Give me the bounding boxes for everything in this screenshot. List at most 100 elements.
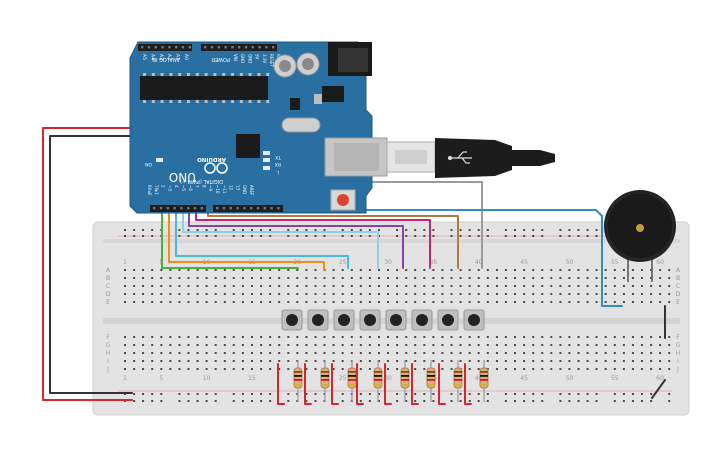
pin-label: A4 — [149, 54, 155, 60]
column-number: 55 — [611, 375, 619, 382]
led-on — [156, 158, 163, 162]
column-number: 25 — [339, 259, 347, 266]
push-button[interactable] — [333, 309, 355, 331]
led-l-label: L — [276, 169, 279, 175]
on-label: ON — [145, 161, 152, 167]
column-number: 1 — [123, 259, 127, 266]
push-button[interactable] — [437, 309, 459, 331]
wire-jumper — [384, 363, 392, 405]
digital-label: DIGITAL (PWM ~) — [180, 178, 223, 184]
wire-pin-4 — [175, 212, 349, 269]
analog-header — [138, 44, 192, 51]
breadboard-holes — [124, 229, 671, 402]
pin-label: ~5 — [181, 185, 186, 191]
pin-label: A2 — [166, 54, 172, 60]
pin-label: TX▸1 — [154, 184, 159, 195]
column-number: 30 — [384, 375, 392, 382]
column-number: 30 — [384, 259, 392, 266]
crystal — [281, 117, 321, 133]
pin-label: 7 — [195, 185, 200, 188]
resistor — [293, 360, 303, 402]
row-letter: E — [106, 299, 110, 306]
row-letter: E — [676, 299, 680, 306]
row-letter: J — [676, 366, 679, 373]
column-number: 25 — [339, 375, 347, 382]
row-letter: F — [676, 334, 680, 341]
row-letter: I — [677, 358, 679, 365]
column-number: 50 — [566, 259, 574, 266]
reset-button-cap[interactable] — [337, 194, 349, 206]
led-tx-label: TX — [275, 154, 282, 160]
pin-label: GND — [247, 54, 252, 63]
column-number: 10 — [203, 375, 211, 382]
resistor-group — [293, 360, 489, 402]
usb-chip — [236, 134, 260, 158]
piezo-buzzer — [604, 190, 676, 282]
row-letter: H — [106, 350, 111, 357]
column-number: 40 — [475, 259, 483, 266]
wire-jumper — [464, 363, 472, 405]
wire-jumper — [304, 363, 312, 405]
push-button-group — [281, 309, 485, 331]
row-letter: B — [676, 275, 680, 282]
push-button[interactable] — [281, 309, 303, 331]
row-letter: A — [106, 267, 111, 274]
pin-label: 13 — [235, 185, 240, 191]
pin-label: ~3 — [167, 185, 172, 191]
buzzer-hole — [636, 224, 644, 232]
power-label: POWER — [211, 56, 230, 62]
pin-label: ~6 — [188, 185, 193, 191]
usb-symbol-icon — [447, 151, 472, 164]
pin-label: 12 — [229, 185, 234, 191]
wire-buzzer — [235, 209, 623, 307]
analog-in-label: ANALOG IN — [152, 56, 180, 62]
brand-label: ARDUINO — [197, 156, 226, 162]
pin-label: GND — [240, 54, 245, 63]
pin-label: A0 — [183, 54, 189, 60]
atmega-chip — [140, 76, 268, 100]
wire-rail-gnd — [651, 379, 666, 399]
digital-header-high — [213, 205, 283, 212]
push-button[interactable] — [307, 309, 329, 331]
pin-label: GND — [242, 185, 247, 194]
pin-label: ~9 — [208, 185, 213, 191]
pin-label: RX◂0 — [147, 185, 152, 196]
pin-label: AREF — [249, 185, 254, 196]
wire-pin-8 — [207, 212, 459, 269]
resistor — [373, 360, 383, 402]
column-number: 5 — [159, 375, 163, 382]
model-label: UNO — [169, 170, 196, 184]
led-rx — [263, 158, 270, 162]
pin-label: A5 — [141, 54, 147, 60]
column-number: 60 — [656, 259, 664, 266]
column-number: 40 — [475, 375, 483, 382]
wire-jumper — [438, 363, 446, 405]
row-letter: F — [106, 334, 110, 341]
push-button[interactable] — [411, 309, 433, 331]
wire-jumper — [277, 363, 285, 405]
row-letter: G — [106, 342, 111, 349]
row-letter: D — [106, 291, 111, 298]
row-letter: J — [106, 366, 109, 373]
push-button[interactable] — [385, 309, 407, 331]
column-number: 45 — [520, 259, 528, 266]
led-tx — [263, 151, 270, 155]
wire-jumper — [331, 363, 339, 405]
pin-label: A1 — [175, 54, 181, 60]
push-button[interactable] — [359, 309, 381, 331]
resistor — [453, 360, 463, 402]
led-rx-label: RX — [275, 161, 281, 167]
pin-label: 4 — [174, 185, 179, 188]
push-button[interactable] — [463, 309, 485, 331]
row-letter: B — [106, 275, 110, 282]
usb-cable — [386, 138, 555, 178]
wire-jumper — [411, 363, 419, 405]
led-l — [263, 166, 270, 170]
column-number: 60 — [656, 375, 664, 382]
pin-label: ~11 — [222, 185, 227, 194]
resistor — [479, 360, 489, 402]
row-letter: G — [676, 342, 681, 349]
resistor — [320, 360, 330, 402]
column-number: 55 — [611, 259, 619, 266]
